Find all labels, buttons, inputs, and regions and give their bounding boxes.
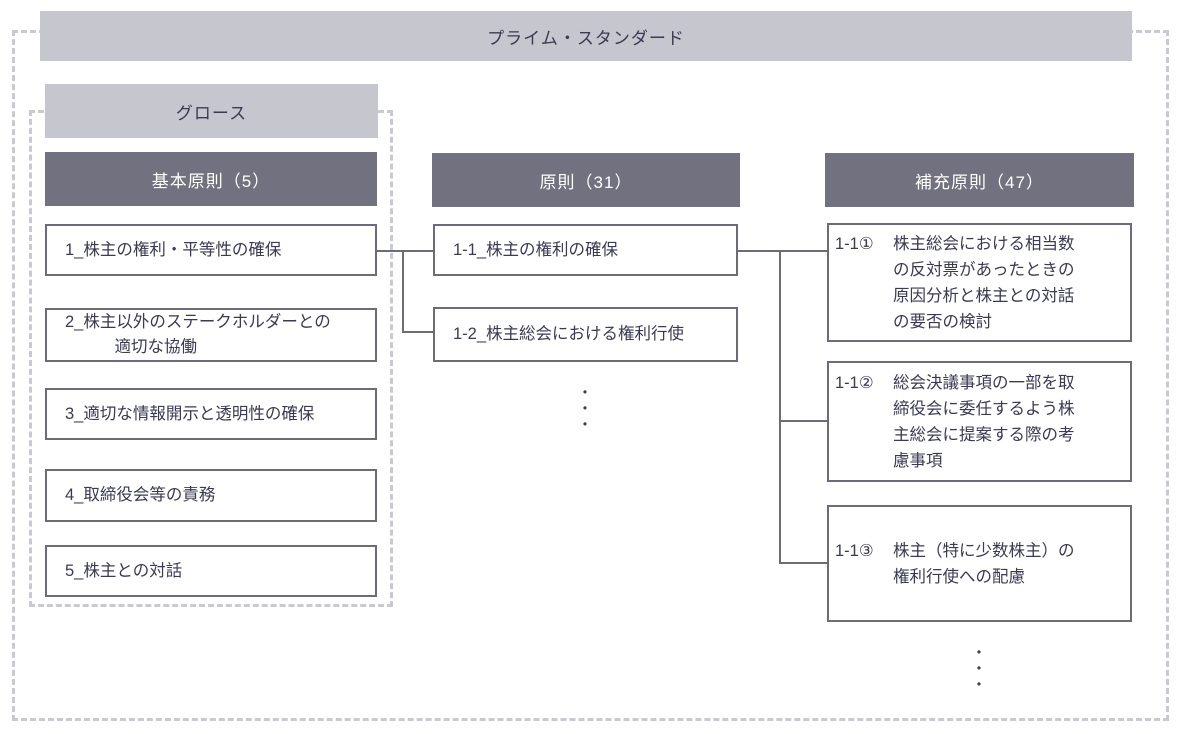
supplementary-ellipsis: • • • [976, 645, 982, 691]
supplementary-principle-label: 1-1② [835, 373, 874, 392]
principles-ellipsis: • • • [582, 385, 588, 431]
supplementary-principle-1-1-2-box: 1-1② 総会決議事項の一部を取 締役会に委任するよう株 主総会に提案する際の考… [827, 361, 1132, 482]
basic-principle-2-box: 2_株主以外のステークホルダーとの 適切な協働 [45, 308, 377, 362]
supplementary-principle-row: 1-1① 株主総会における相当数 の反対票があったときの 原因分析と株主との対話… [835, 231, 1075, 335]
basic-principle-4-box: 4_取締役会等の責務 [45, 469, 377, 522]
connector-basic1-branch-vertical [402, 250, 404, 333]
supplementary-principle-text: 総会決議事項の一部を取 締役会に委任するよう株 主総会に提案する際の考 慮事項 [893, 373, 1075, 470]
connector-branch-to-supplementary-1-1-2 [779, 420, 827, 422]
supplementary-principles-column-header: 補充原則（47） [825, 153, 1134, 207]
supplementary-principle-label: 1-1① [835, 234, 874, 253]
connector-branch-to-principle-1-2 [402, 331, 433, 333]
basic-principles-column-header: 基本原則（5） [45, 152, 377, 206]
basic-principle-5-box: 5_株主との対話 [45, 545, 377, 597]
connector-basic1-to-principles [377, 250, 433, 252]
principle-1-1-box: 1-1_株主の権利の確保 [433, 224, 738, 276]
supplementary-principle-text: 株主総会における相当数 の反対票があったときの 原因分析と株主との対話 の要否の… [893, 234, 1075, 331]
growth-label-bar: グロース [45, 84, 378, 138]
connector-branch-to-supplementary-1-1-3 [779, 562, 827, 564]
basic-principle-1-box: 1_株主の権利・平等性の確保 [45, 224, 377, 276]
basic-principle-3-box: 3_適切な情報開示と透明性の確保 [45, 388, 377, 440]
principles-title: 原則（31） [539, 172, 633, 192]
principle-1-2-box: 1-2_株主総会における権利行使 [433, 307, 738, 362]
basic-principles-title: 基本原則（5） [151, 171, 271, 191]
growth-label: グロース [175, 103, 248, 123]
supplementary-principle-1-1-1-box: 1-1① 株主総会における相当数 の反対票があったときの 原因分析と株主との対話… [827, 223, 1132, 342]
supplementary-principle-row: 1-1② 総会決議事項の一部を取 締役会に委任するよう株 主総会に提案する際の考… [835, 370, 1075, 474]
supplementary-principles-title: 補充原則（47） [915, 172, 1044, 192]
connector-principle-1-1-branch-vertical [779, 250, 781, 564]
prime-standard-label: プライム・スタンダード [487, 28, 685, 48]
supplementary-principle-label: 1-1③ [835, 541, 874, 560]
principles-column-header: 原則（31） [432, 153, 740, 207]
supplementary-principle-text: 株主（特に少数株主）の 権利行使への配慮 [893, 541, 1075, 586]
prime-standard-label-bar: プライム・スタンダード [40, 11, 1132, 61]
supplementary-principle-row: 1-1③ 株主（特に少数株主）の 権利行使への配慮 [835, 538, 1075, 590]
supplementary-principle-1-1-3-box: 1-1③ 株主（特に少数株主）の 権利行使への配慮 [827, 505, 1132, 622]
connector-principle-1-1-to-supplementary [738, 250, 827, 252]
